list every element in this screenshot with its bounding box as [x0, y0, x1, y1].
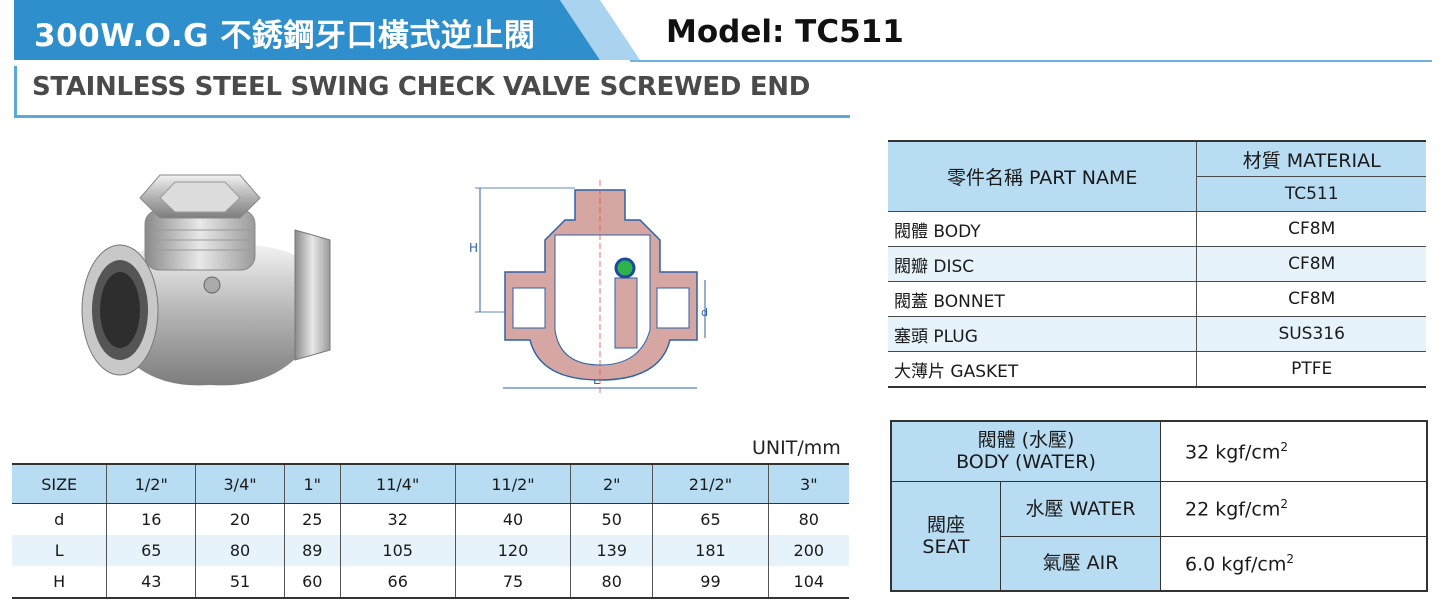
valve-photo — [80, 160, 340, 396]
model-column-header: TC511 — [1196, 176, 1426, 212]
table-cell: 105 — [339, 535, 456, 566]
dim-h-label: H — [469, 241, 478, 255]
title-banner — [0, 0, 640, 66]
material-table: 零件名稱 PART NAME 材質 MATERIAL TC511 閥體 BODY… — [888, 140, 1426, 388]
table-row: 大薄片 GASKET PTFE — [888, 351, 1426, 388]
size-table: SIZE 1/2" 3/4" 1" 11/4" 11/2" 2" 21/2" 3… — [12, 463, 849, 599]
body-label-en: BODY (WATER) — [956, 451, 1096, 474]
unit-label: UNIT/mm — [752, 437, 841, 459]
part-cell: 閥瓣 DISC — [888, 246, 1198, 282]
table-row: L 65 80 89 105 120 139 181 200 — [12, 535, 849, 566]
table-cell: 66 — [339, 566, 456, 598]
model-label: Model: TC511 — [666, 14, 904, 50]
part-name-header: 零件名稱 PART NAME — [888, 140, 1198, 212]
subtitle-bracket — [14, 66, 17, 118]
pressure-table: 閥體 (水壓) BODY (WATER) 32 kgf/cm2 閥座 SEAT … — [890, 420, 1428, 592]
table-cell: 104 — [767, 566, 849, 598]
size-header: 3/4" — [195, 464, 285, 504]
valve-section-drawing: H L d — [465, 180, 725, 400]
table-cell: L — [12, 535, 107, 566]
table-cell: 89 — [283, 535, 341, 566]
material-cell: CF8M — [1196, 246, 1426, 282]
table-cell: 40 — [454, 503, 571, 535]
table-cell: 32 — [339, 503, 456, 535]
table-cell: 43 — [106, 566, 196, 598]
air-label: 氣壓 AIR — [1000, 535, 1161, 592]
part-cell: 塞頭 PLUG — [888, 316, 1198, 352]
table-row: 閥座 SEAT 水壓 WATER 22 kgf/cm2 — [890, 480, 1428, 592]
dim-d-label: d — [701, 306, 708, 319]
water-pressure-value: 22 kgf/cm2 — [1160, 480, 1428, 537]
size-header: 11/2" — [454, 464, 571, 504]
material-cell: SUS316 — [1196, 316, 1426, 352]
body-pressure-label: 閥體 (水壓) BODY (WATER) — [890, 420, 1161, 482]
table-cell: 75 — [454, 566, 571, 598]
size-header: 11/4" — [339, 464, 456, 504]
table-cell: 65 — [106, 535, 196, 566]
table-row: TC511 — [888, 176, 1426, 212]
seat-label-en: SEAT — [922, 535, 970, 558]
table-row: 閥體 BODY CF8M — [888, 211, 1426, 247]
table-cell: 181 — [652, 535, 769, 566]
unit-exponent: 2 — [1280, 439, 1288, 454]
table-cell: 200 — [767, 535, 849, 566]
table-cell: 65 — [652, 503, 769, 535]
table-cell: 139 — [570, 535, 653, 566]
table-cell: 80 — [195, 535, 285, 566]
water-value-text: 22 kgf/cm — [1185, 498, 1281, 521]
table-row: 塞頭 PLUG SUS316 — [888, 316, 1426, 352]
table-row: d 16 20 25 32 40 50 65 80 — [12, 503, 849, 535]
table-cell: 50 — [570, 503, 653, 535]
header-rule — [630, 60, 1432, 62]
material-cell: CF8M — [1196, 211, 1426, 247]
seat-label-zh: 閥座 — [926, 513, 965, 536]
seat-label: 閥座 SEAT — [890, 480, 1001, 592]
table-cell: d — [54, 510, 65, 529]
size-header: 1" — [283, 464, 341, 504]
table-row: 氣壓 AIR 6.0 kgf/cm2 — [891, 535, 1428, 592]
table-row: H 43 51 60 66 75 80 99 104 — [12, 566, 849, 598]
table-row: 閥體 (水壓) BODY (WATER) 32 kgf/cm2 — [890, 420, 1428, 482]
body-value-text: 32 kgf/cm — [1185, 440, 1281, 463]
size-header: 3" — [767, 464, 849, 504]
material-header: 材質 MATERIAL — [1196, 140, 1426, 177]
material-cell: CF8M — [1196, 281, 1426, 317]
table-header-row: SIZE 1/2" 3/4" 1" 11/4" 11/2" 2" 21/2" 3… — [12, 464, 849, 504]
table-row: 閥瓣 DISC CF8M — [888, 246, 1426, 282]
table-cell: 80 — [767, 503, 849, 535]
table-cell: 99 — [652, 566, 769, 598]
unit-exponent: 2 — [1286, 551, 1295, 566]
table-cell: 20 — [195, 503, 285, 535]
subtitle-rule — [14, 115, 850, 118]
table-cell: 51 — [195, 566, 285, 598]
table-row: 閥蓋 BONNET CF8M — [888, 281, 1426, 317]
size-header: 2" — [570, 464, 653, 504]
water-label: 水壓 WATER — [1000, 480, 1161, 537]
table-cell: 120 — [454, 535, 571, 566]
part-cell: 閥蓋 BONNET — [888, 281, 1198, 317]
table-cell: 80 — [570, 566, 653, 598]
table-cell: 25 — [283, 503, 341, 535]
size-header: SIZE — [12, 464, 107, 504]
part-cell: 大薄片 GASKET — [888, 351, 1198, 388]
size-header: 1/2" — [106, 464, 196, 504]
product-title: 300W.O.G 不銹鋼牙口橫式逆止閥 — [34, 18, 536, 54]
product-subtitle: STAINLESS STEEL SWING CHECK VALVE SCREWE… — [32, 72, 811, 102]
body-pressure-value: 32 kgf/cm2 — [1160, 420, 1428, 482]
table-cell: 60 — [283, 566, 341, 598]
air-pressure-value: 6.0 kgf/cm2 — [1160, 535, 1428, 592]
body-label-zh: 閥體 (水壓) — [977, 429, 1075, 452]
part-cell: 閥體 BODY — [888, 211, 1198, 247]
size-header: 21/2" — [652, 464, 769, 504]
unit-exponent: 2 — [1280, 496, 1288, 511]
material-cell: PTFE — [1196, 351, 1426, 388]
table-cell: 16 — [106, 503, 196, 535]
table-row: 零件名稱 PART NAME 材質 MATERIAL — [888, 140, 1426, 212]
air-value-text: 6.0 kgf/cm — [1185, 552, 1287, 575]
table-cell: H — [53, 572, 66, 591]
